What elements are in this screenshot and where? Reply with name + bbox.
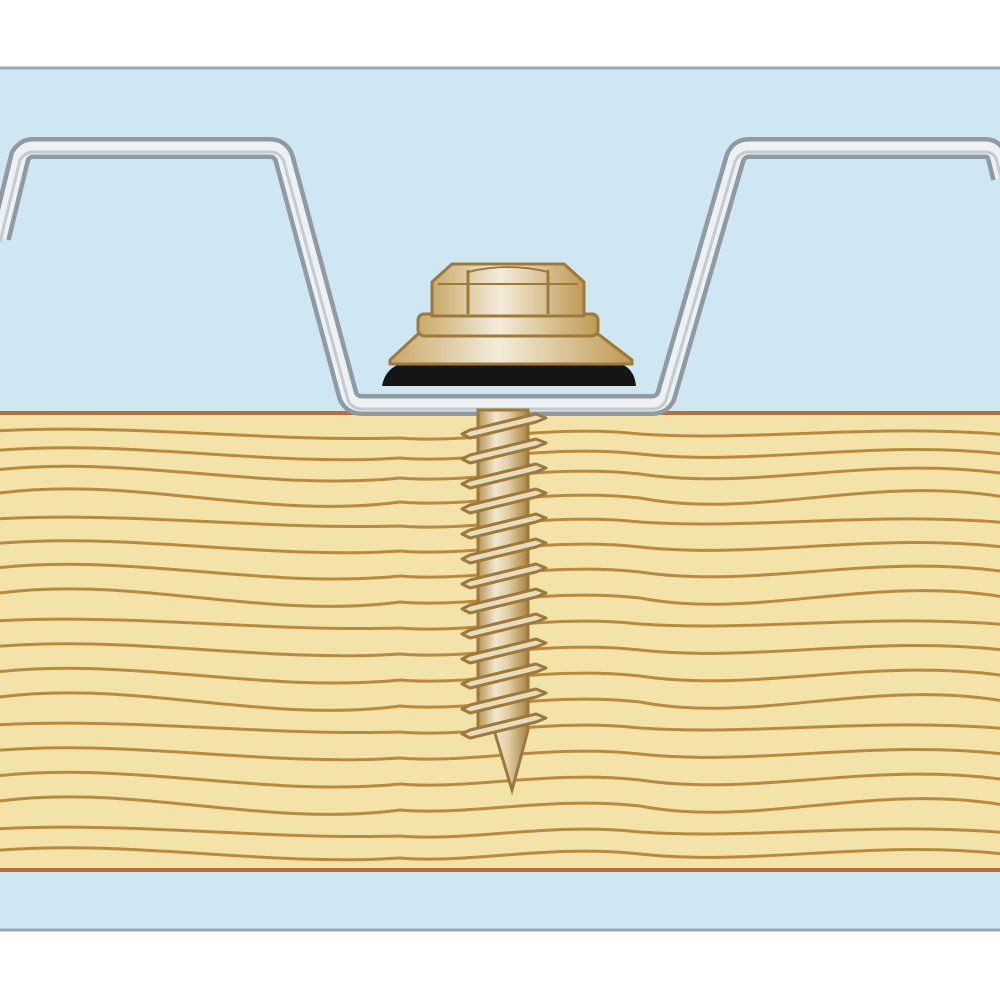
screw-thread — [460, 412, 548, 440]
screw-thread — [460, 712, 548, 740]
screw-thread — [460, 487, 548, 515]
wood-grain-line — [0, 825, 1000, 839]
hex-head-screw — [388, 262, 634, 366]
wood-grain-line — [0, 795, 1000, 816]
wood-grain-line — [0, 846, 1000, 862]
screw-thread — [460, 562, 548, 590]
wood-grain-line — [0, 770, 1000, 789]
screw-shaft — [460, 408, 548, 796]
screw-thread — [460, 537, 548, 565]
screw-thread — [460, 462, 548, 490]
screw-thread — [460, 687, 548, 715]
screw-thread — [460, 512, 548, 540]
rubber-sealing-washer — [382, 362, 636, 386]
screw-thread — [460, 612, 548, 640]
screw-thread — [460, 437, 548, 465]
screw-thread — [460, 587, 548, 615]
screw-thread — [460, 662, 548, 690]
screw-thread — [460, 637, 548, 665]
